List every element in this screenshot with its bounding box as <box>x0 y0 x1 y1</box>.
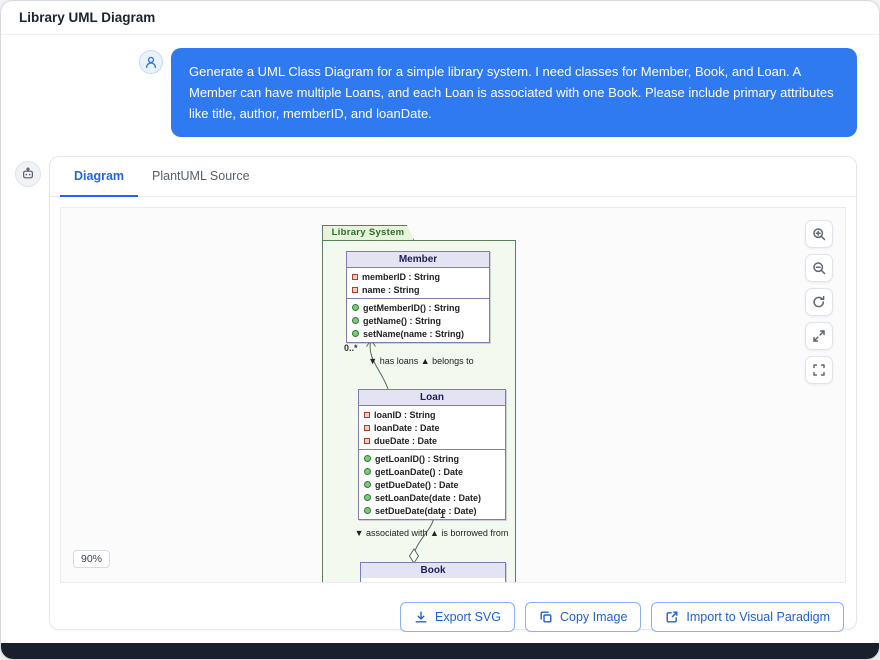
uml-relation-label: ▼ has loans ▲ belongs to <box>368 356 474 366</box>
uml-relation-label: ▼ associated with ▲ is borrowed from <box>354 528 509 538</box>
private-field-icon <box>352 273 358 280</box>
rotate-reset-icon <box>812 295 826 309</box>
copy-image-button[interactable]: Copy Image <box>525 602 642 632</box>
uml-method-row: setName(name : String) <box>347 327 489 340</box>
tab-plantuml-source-label: PlantUML Source <box>152 169 250 183</box>
uml-methods-section: getMemberID() : String getName() : Strin… <box>347 298 489 342</box>
public-method-icon <box>352 304 359 311</box>
uml-attribute-row: name : String <box>347 283 489 296</box>
uml-attributes-section: memberID : String name : String <box>347 267 489 298</box>
fullscreen-button[interactable] <box>805 322 833 350</box>
tab-bar: Diagram PlantUML Source <box>50 157 856 197</box>
zoom-in-button[interactable] <box>805 220 833 248</box>
uml-method-row: setDueDate(date : Date) <box>359 504 505 517</box>
uml-methods-section: getLoanID() : String getLoanDate() : Dat… <box>359 449 505 519</box>
diagram-canvas[interactable]: Library System Member memberID : String … <box>60 207 846 583</box>
uml-attribute-row: loanID : String <box>359 408 505 421</box>
uml-method-row: setLoanDate(date : Date) <box>359 491 505 504</box>
public-method-icon <box>364 455 371 462</box>
import-visual-paradigm-label: Import to Visual Paradigm <box>686 610 830 624</box>
diagram-panel: Diagram PlantUML Source Library System M… <box>49 156 857 632</box>
page-title: Library UML Diagram <box>19 10 156 25</box>
uml-attribute-row: memberID : String <box>347 270 489 283</box>
uml-class-title: Loan <box>359 390 505 405</box>
zoom-level-badge: 90% <box>73 550 111 568</box>
uml-method-row: getMemberID() : String <box>347 301 489 314</box>
tab-diagram[interactable]: Diagram <box>60 157 139 197</box>
person-icon <box>144 55 158 69</box>
public-method-icon <box>364 507 371 514</box>
uml-class-book: Book <box>360 562 506 582</box>
private-field-icon <box>364 411 370 418</box>
user-avatar <box>139 50 163 74</box>
uml-multiplicity: 0..* <box>344 343 358 353</box>
uml-method-row: getLoanID() : String <box>359 452 505 465</box>
uml-multiplicity: 1 <box>440 510 446 520</box>
public-method-icon <box>364 481 371 488</box>
zoom-out-button[interactable] <box>805 254 833 282</box>
copy-icon <box>539 610 553 624</box>
uml-method-row: getName() : String <box>347 314 489 327</box>
uml-attributes-section: loanID : String loanDate : Date dueDate … <box>359 405 505 449</box>
export-svg-button[interactable]: Export SVG <box>400 602 515 632</box>
robot-icon <box>21 167 35 181</box>
canvas-toolbar <box>805 220 833 384</box>
assistant-avatar-button[interactable] <box>15 161 41 187</box>
export-svg-label: Export SVG <box>435 610 501 624</box>
panel-actions: Export SVG Copy Image Import to Visual P… <box>50 593 856 644</box>
zoom-out-icon <box>812 261 826 275</box>
fit-to-screen-button[interactable] <box>805 356 833 384</box>
public-method-icon <box>352 317 359 324</box>
window-header: Library UML Diagram <box>1 1 879 35</box>
uml-attribute-row: dueDate : Date <box>359 434 505 447</box>
private-field-icon <box>352 286 358 293</box>
zoom-in-icon <box>812 227 826 241</box>
import-visual-paradigm-button[interactable]: Import to Visual Paradigm <box>651 602 844 632</box>
download-icon <box>414 610 428 624</box>
public-method-icon <box>352 330 359 337</box>
expand-icon <box>812 329 826 343</box>
reset-view-button[interactable] <box>805 288 833 316</box>
chat-message-row: Generate a UML Class Diagram for a simpl… <box>139 48 857 137</box>
bottom-bar <box>1 643 879 659</box>
public-method-icon <box>364 494 371 501</box>
uml-class-title: Book <box>361 563 505 578</box>
external-link-icon <box>665 610 679 624</box>
tab-plantuml-source[interactable]: PlantUML Source <box>138 157 264 197</box>
uml-class-loan: Loan loanID : String loanDate : Date due… <box>358 389 506 520</box>
uml-attribute-row: loanDate : Date <box>359 421 505 434</box>
uml-class-title: Member <box>347 252 489 267</box>
private-field-icon <box>364 437 370 444</box>
tab-diagram-label: Diagram <box>74 169 125 183</box>
uml-method-row: getDueDate() : Date <box>359 478 505 491</box>
public-method-icon <box>364 468 371 475</box>
uml-class-member: Member memberID : String name : String g… <box>346 251 490 343</box>
private-field-icon <box>364 424 370 431</box>
user-message-bubble: Generate a UML Class Diagram for a simpl… <box>171 48 857 137</box>
uml-method-row: getLoanDate() : Date <box>359 465 505 478</box>
copy-image-label: Copy Image <box>560 610 628 624</box>
fit-corners-icon <box>812 363 826 377</box>
